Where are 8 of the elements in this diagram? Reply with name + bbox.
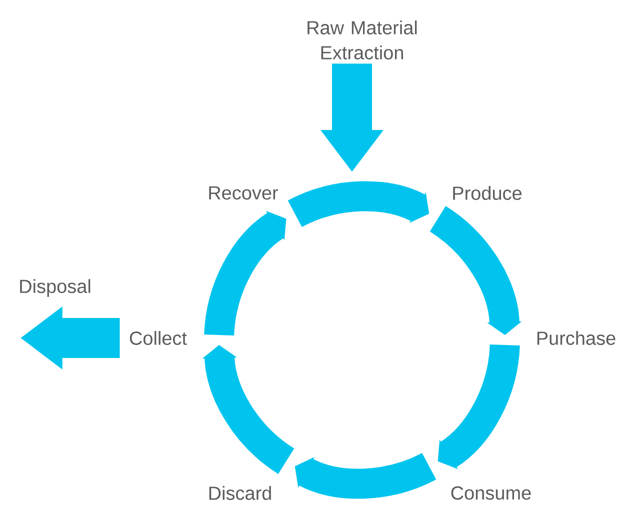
stage-label: Disposal [20, 279, 90, 297]
stage-label: Raw Material Extraction [308, 20, 417, 60]
stage-label: Recover [209, 186, 278, 200]
stage-label: Collect [130, 331, 187, 345]
stage-label: Discard [209, 486, 271, 500]
stage-label: Produce [453, 186, 522, 200]
stage-label: Purchase [537, 331, 616, 345]
stage-label: Consume [451, 486, 531, 500]
